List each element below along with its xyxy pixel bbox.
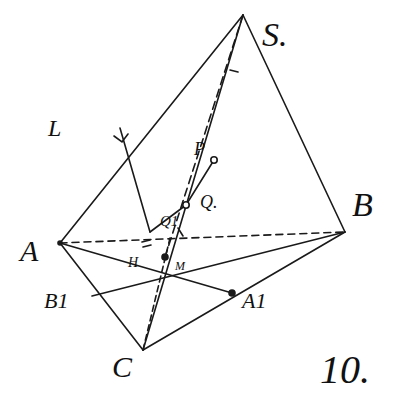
point-label: A1 — [242, 290, 266, 312]
point-label: H — [128, 256, 138, 270]
point-label: B — [352, 188, 373, 222]
point-label: S. — [262, 18, 288, 52]
point-label: P — [194, 140, 205, 158]
point-label: 10. — [320, 350, 370, 390]
point-label: L — [48, 116, 61, 140]
point-label: A — [20, 236, 38, 266]
point-label: Q. — [200, 193, 218, 211]
point-label: M — [175, 260, 185, 272]
point-label: Q1 — [160, 214, 178, 229]
point-label: B1 — [44, 290, 68, 312]
point-label: C — [112, 352, 132, 382]
